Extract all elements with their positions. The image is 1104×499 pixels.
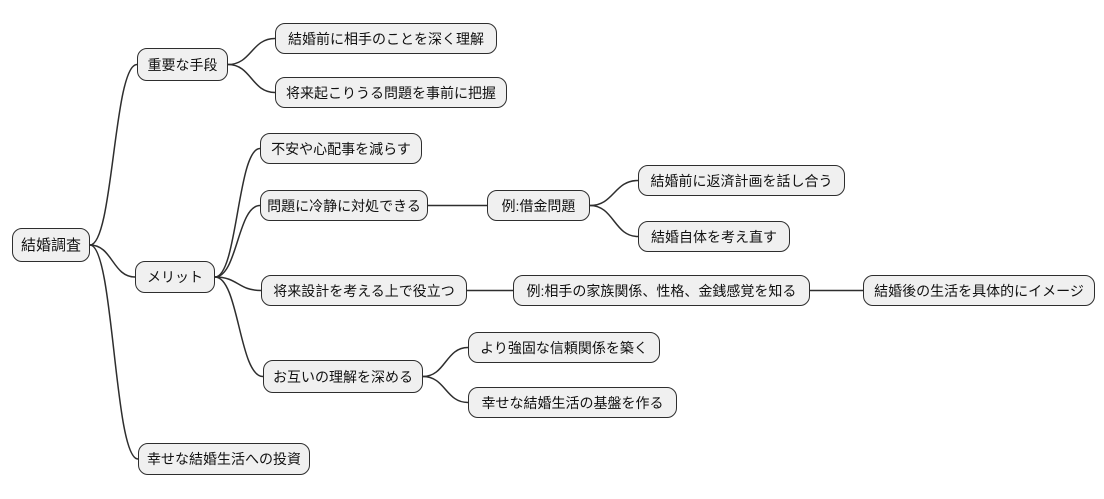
edge-mutual-foundation: [422, 375, 469, 404]
edge-merit-future: [214, 276, 262, 292]
mindmap-node-imagine: 結婚後の生活を具体的にイメージ: [863, 275, 1095, 306]
mindmap-node-root: 結婚調査: [12, 228, 90, 262]
mindmap-node-label: 結婚前に相手のことを深く理解: [288, 30, 484, 47]
mindmap-node-label: より強固な信頼関係を築く: [480, 339, 648, 356]
mindmap-node-label: 将来起こりうる問題を事前に把握: [286, 84, 496, 101]
mindmap-node-repay: 結婚前に返済計画を話し合う: [638, 165, 845, 196]
mindmap-node-merit: メリット: [135, 261, 215, 293]
mindmap-node-example2: 例:相手の家族関係、性格、金銭感覚を知る: [513, 275, 810, 306]
mindmap-node-label: 結婚後の生活を具体的にイメージ: [874, 282, 1084, 299]
mindmap-node-label: 結婚調査: [20, 236, 81, 254]
edge-merit-anxiety: [214, 147, 261, 278]
mindmap-node-label: 問題に冷静に対処できる: [267, 197, 421, 214]
mindmap-node-future: 将来設計を考える上で役立つ: [261, 275, 467, 306]
mindmap-node-label: 結婚自体を考え直す: [651, 228, 777, 245]
edge-mutual-trust: [422, 346, 469, 378]
mindmap-node-grasp: 将来起こりうる問題を事前に把握: [275, 77, 507, 108]
mindmap-node-investment: 幸せな結婚生活への投資: [138, 443, 310, 475]
mindmap-node-label: 例:相手の家族関係、性格、金銭感覚を知る: [526, 282, 797, 299]
mindmap-node-means: 重要な手段: [137, 48, 228, 81]
mindmap-node-label: お互いの理解を深める: [273, 368, 413, 385]
edge-debt-reconsider: [589, 204, 639, 238]
edge-debt-repay: [589, 179, 639, 207]
mindmap-node-label: 不安や心配事を減らす: [271, 140, 411, 157]
mindmap-node-calm: 問題に冷静に対処できる: [260, 190, 428, 221]
mindmap-node-label: メリット: [147, 269, 203, 285]
mindmap-node-label: 将来設計を考える上で役立つ: [273, 282, 455, 299]
mindmap-node-trust: より強固な信頼関係を築く: [468, 332, 660, 363]
mindmap-node-label: 結婚前に返済計画を話し合う: [650, 172, 833, 189]
mindmap-node-label: 重要な手段: [147, 56, 218, 73]
edge-means-grasp: [227, 63, 276, 94]
mindmap-node-label: 例:借金問題: [501, 197, 576, 214]
mindmap-node-reconsider: 結婚自体を考え直す: [638, 221, 790, 252]
mindmap-node-anxiety: 不安や心配事を減らす: [260, 133, 422, 164]
edge-root-merit: [89, 244, 136, 278]
mindmap-node-label: 幸せな結婚生活への投資: [147, 451, 301, 467]
edge-means-understand: [227, 37, 276, 66]
edge-root-investment: [89, 244, 139, 460]
mindmap-node-understand: 結婚前に相手のことを深く理解: [275, 23, 497, 54]
mindmap-node-foundation: 幸せな結婚生活の基盤を作る: [468, 387, 677, 418]
mindmap-node-debt: 例:借金問題: [487, 190, 590, 221]
edge-root-means: [89, 63, 138, 246]
mindmap-node-label: 幸せな結婚生活の基盤を作る: [481, 394, 664, 411]
edge-merit-calm: [214, 204, 261, 278]
mindmap-node-mutual: お互いの理解を深める: [263, 360, 423, 393]
edge-merit-mutual: [214, 276, 264, 378]
